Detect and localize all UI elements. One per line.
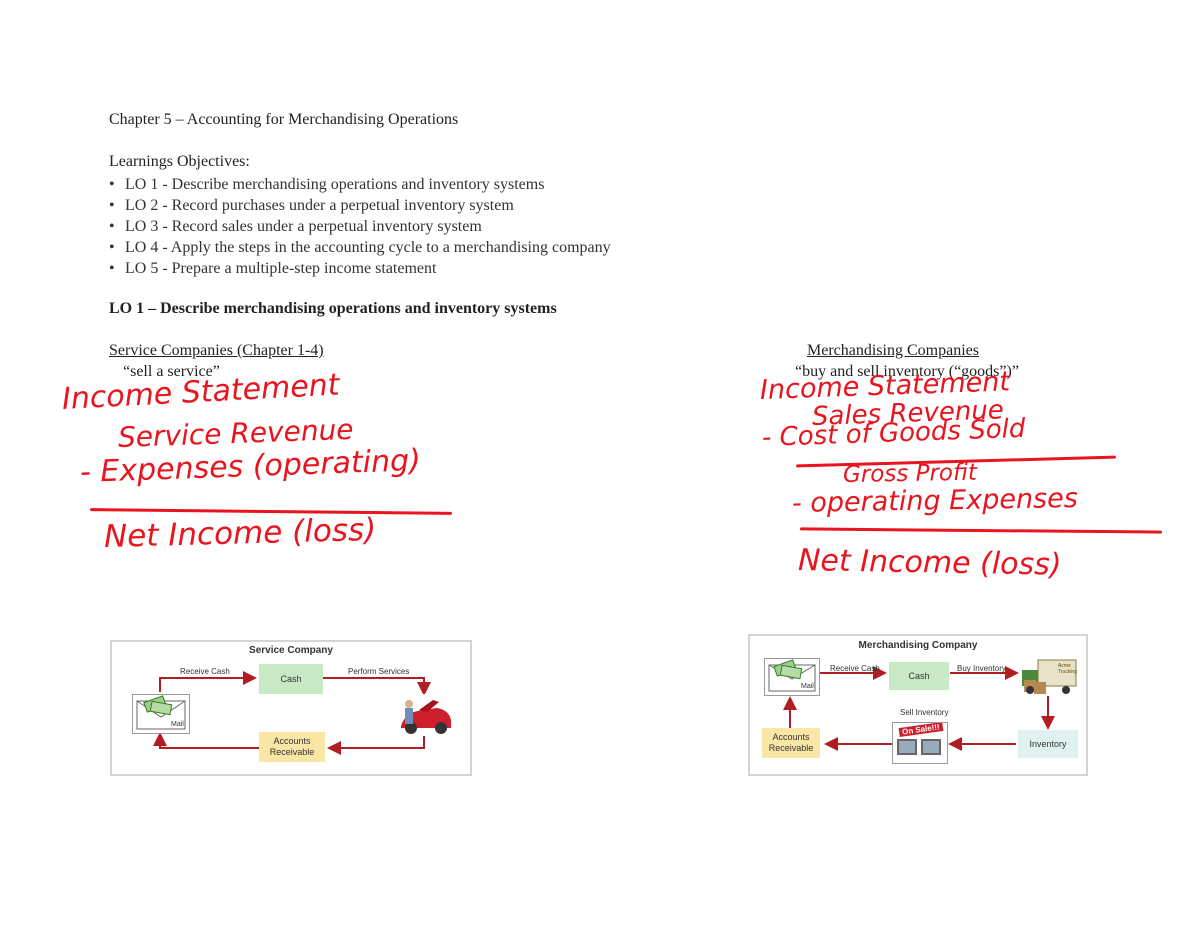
objectives-heading: Learnings Objectives: (109, 153, 250, 170)
merch-buy-inventory-label: Buy Inventory (957, 664, 1006, 673)
merch-diagram-title: Merchandising Company (858, 640, 978, 651)
store-sale-icon: On Sale!!! (892, 722, 948, 764)
objective-item: LO 1 - Describe merchandising operations… (109, 174, 611, 195)
merch-hand-cogs: - Cost of Goods Sold (761, 413, 1026, 453)
mail-envelope-icon: Mail (764, 658, 820, 696)
merchandising-company-diagram: Merchandising Company Mail Receive Cash … (748, 634, 1088, 776)
delivery-truck-icon: Acme Trucking (1020, 656, 1078, 696)
car-repair-icon (393, 694, 453, 736)
objectives-list: LO 1 - Describe merchandising operations… (109, 174, 611, 279)
merch-receive-cash-label: Receive Cash (830, 664, 880, 673)
truck-sign-label: Acme Trucking (1058, 663, 1077, 675)
service-receive-cash-label: Receive Cash (180, 667, 230, 676)
objective-item: LO 2 - Record purchases under a perpetua… (109, 195, 611, 216)
service-subtitle: “sell a service” (123, 363, 220, 380)
mail-envelope-icon: Mail (132, 694, 190, 734)
merch-sell-inventory-label: Sell Inventory (900, 708, 949, 717)
service-diagram-title: Service Company (249, 645, 333, 656)
merch-inventory-box: Inventory (1018, 730, 1078, 758)
service-company-diagram: Service Company Receive Cash Cash Perfor… (110, 640, 472, 776)
service-accounts-receivable-box: Accounts Receivable (259, 732, 325, 762)
merchandising-heading: Merchandising Companies (807, 342, 979, 359)
mail-label: Mail (801, 683, 814, 690)
service-heading: Service Companies (Chapter 1-4) (109, 342, 324, 359)
service-perform-services-label: Perform Services (348, 667, 410, 676)
section-heading: LO 1 – Describe merchandising operations… (109, 300, 557, 317)
merch-hand-net-income: Net Income (loss) (797, 543, 1062, 583)
chapter-title: Chapter 5 – Accounting for Merchandising… (109, 111, 459, 128)
objective-item: LO 3 - Record sales under a perpetual in… (109, 216, 611, 237)
objective-item: LO 5 - Prepare a multiple-step income st… (109, 258, 611, 279)
service-hand-net-income: Net Income (loss) (103, 511, 377, 555)
service-cash-box: Cash (259, 664, 323, 694)
service-arrows (153, 671, 431, 755)
merch-hand-gross-profit: Gross Profit (842, 459, 978, 488)
service-hand-income-statement: Income Statement (61, 367, 341, 417)
merch-accounts-receivable-box: Accounts Receivable (762, 728, 820, 758)
mail-label: Mail (171, 721, 184, 728)
merchandising-arrows (783, 666, 1055, 751)
merchandising-subtitle: “buy and sell inventory (“goods”)” (795, 363, 1019, 380)
merch-cash-box: Cash (889, 662, 949, 690)
merch-hand-operating-expenses: - operating Expenses (791, 483, 1079, 519)
merch-hand-line-2 (799, 527, 1163, 534)
objective-item: LO 4 - Apply the steps in the accounting… (109, 237, 611, 258)
